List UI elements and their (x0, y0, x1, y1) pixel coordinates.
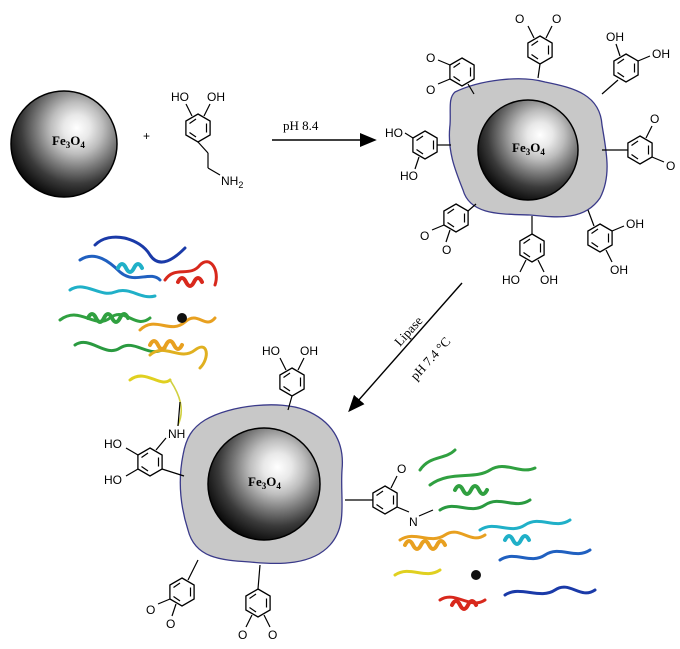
svg-text:HO: HO (171, 90, 189, 104)
svg-text:O: O (666, 159, 675, 173)
svg-text:OH: OH (652, 47, 670, 61)
step2-arrow: Lipase pH 7.4 °C (348, 282, 463, 413)
step1-arrow: pH 8.4 (272, 118, 377, 147)
bare-nanoparticle: Fe3O4 (10, 90, 118, 198)
dopamine-molecule: HO OH NH2 (171, 90, 243, 190)
core-label-1: Fe3O4 (52, 133, 85, 150)
plus-sign: + (143, 129, 150, 143)
coated-nanoparticle: Fe3O4 O O O O OH OH (385, 12, 675, 287)
svg-text:HO: HO (104, 437, 122, 451)
svg-text:O: O (650, 112, 659, 126)
svg-text:O: O (426, 51, 435, 65)
svg-text:OH: OH (610, 263, 628, 277)
svg-text:O: O (166, 617, 175, 631)
core-label-3: Fe3O4 (248, 474, 281, 491)
svg-text:HO: HO (400, 169, 418, 183)
lipase-structure-1 (58, 235, 218, 426)
svg-text:O: O (515, 12, 524, 26)
svg-text:OH: OH (540, 273, 558, 287)
svg-text:N: N (409, 515, 418, 529)
svg-text:OH: OH (207, 90, 225, 104)
svg-text:O: O (552, 12, 561, 26)
svg-text:O: O (146, 603, 155, 617)
immobilized-nanoparticle: Fe3O4 HO OH HO HO NH O N (104, 344, 434, 642)
svg-text:O: O (238, 628, 247, 642)
step2-condition-line2: pH 7.4 °C (407, 334, 453, 383)
svg-text:O: O (420, 229, 429, 243)
svg-text:HO: HO (104, 473, 122, 487)
lipase-structure-2 (393, 448, 597, 611)
svg-text:OH: OH (626, 217, 644, 231)
svg-text:OH: OH (606, 30, 624, 44)
svg-text:O: O (442, 243, 451, 257)
svg-text:NH: NH (168, 427, 185, 441)
svg-text:O: O (268, 628, 277, 642)
svg-text:HO: HO (262, 344, 280, 358)
step1-condition: pH 8.4 (283, 118, 319, 133)
svg-text:O: O (397, 462, 406, 476)
svg-text:O: O (426, 83, 435, 97)
svg-text:HO: HO (502, 273, 520, 287)
core-label-2: Fe3O4 (512, 140, 545, 157)
svg-text:HO: HO (385, 126, 403, 140)
svg-text:OH: OH (300, 344, 318, 358)
svg-text:NH2: NH2 (221, 174, 243, 190)
